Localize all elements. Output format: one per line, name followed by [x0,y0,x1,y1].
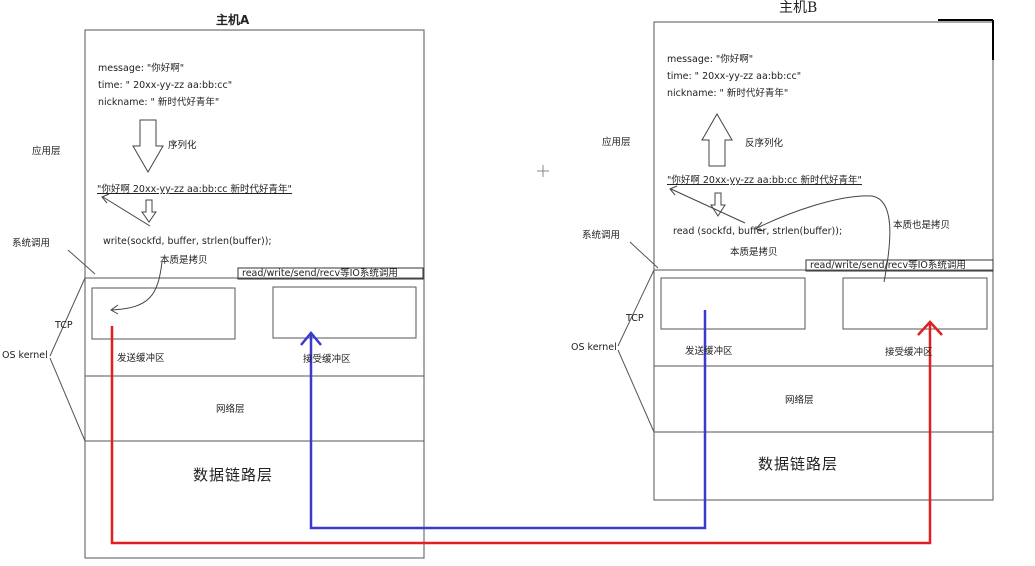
host-b-message: message: "你好啊" [667,54,754,65]
host-a-frame [84,29,425,559]
host-b-syscall-pointer [629,241,659,269]
host-a-copy-curve [111,261,163,311]
host-a-small-down-arrow [141,199,157,223]
host-a-send-buffer-box [91,287,236,340]
host-a-os-kernel-label: OS kernel [2,350,48,361]
host-a-tcp-label: TCP [55,320,73,331]
host-b-serialized-string: "你好啊 20xx-yy-zz aa:bb:cc 新时代好青年" [667,175,862,186]
host-a-app-layer-label: 应用层 [32,146,61,157]
host-b-syscall-label: 系统调用 [582,230,621,241]
host-a-syscall-bar: read/write/send/recv等IO系统调用 [242,268,398,279]
host-b-time: time: " 20xx-yy-zz aa:bb:cc" [667,71,802,82]
host-a-nickname: nickname: " 新时代好青年" [98,97,220,108]
host-a-message: message: "你好啊" [98,63,185,74]
blue-data-path [309,310,707,530]
host-a-serialize-label: 序列化 [168,140,197,151]
host-a-title: 主机A [216,13,250,27]
host-a-kernel-bracket-top [49,277,86,357]
host-a-recv-buffer-box [272,286,417,339]
host-b-syscall-bar: read/write/send/recv等IO系统调用 [810,260,966,271]
host-b-small-down-arrow [710,192,726,217]
host-b-syscall-bar-frame [805,259,994,272]
host-b-kernel-bracket-top [617,269,655,347]
host-b-title: 主机B [779,0,818,16]
host-a-serialized-string: "你好啊 20xx-yy-zz aa:bb:cc 新时代好青年" [97,184,292,195]
host-a-time: time: " 20xx-yy-zz aa:bb:cc" [98,80,233,91]
host-a-copy-note: 本质是拷贝 [160,255,208,266]
host-b-send-buffer-label: 发送缓冲区 [685,346,733,357]
host-a-syscall-bar-frame [237,267,424,280]
host-b-copy-note-right: 本质也是拷贝 [893,220,951,231]
red-data-path [110,323,932,545]
host-b-copy-note-left: 本质是拷贝 [730,247,778,258]
host-b-datalink-layer: 数据链路层 [758,455,839,473]
host-a-write-call: write(sockfd, buffer, strlen(buffer)); [103,236,272,247]
host-b-os-kernel-label: OS kernel [571,342,617,353]
host-a-datalink-layer: 数据链路层 [193,466,274,484]
host-a-syscall-pointer [67,249,96,275]
host-a-network-layer: 网络层 [216,404,245,415]
host-b-recv-buffer-box [842,277,988,330]
host-b-tcp-label: TCP [626,313,644,324]
host-b-deserialize-arrow [701,112,733,167]
host-a-send-buffer-label: 发送缓冲区 [117,353,165,364]
host-a-serialize-arrow [132,119,164,174]
blue-path-arrowhead [300,331,322,346]
host-b-kernel-bracket-bottom [617,349,655,433]
host-b-send-buffer-box [660,277,806,330]
host-b-read-call: read (sockfd, buffer, strlen(buffer)); [673,226,843,237]
host-a-recv-buffer-label: 接受缓冲区 [303,354,351,365]
red-path-arrowhead [917,320,943,336]
host-a-diag-line [102,196,151,227]
host-b-recv-buffer-label: 接受缓冲区 [885,347,933,358]
host-b-deserialize-label: 反序列化 [745,138,784,149]
host-b-app-layer-label: 应用层 [602,137,631,148]
host-a-syscall-label: 系统调用 [12,238,51,249]
host-b-diag-line [670,188,746,224]
host-b-network-layer: 网络层 [785,395,814,406]
host-a-kernel-bracket-bottom [49,357,86,442]
host-b-copy-curve [756,195,891,283]
host-b-nickname: nickname: " 新时代好青年" [667,88,789,99]
